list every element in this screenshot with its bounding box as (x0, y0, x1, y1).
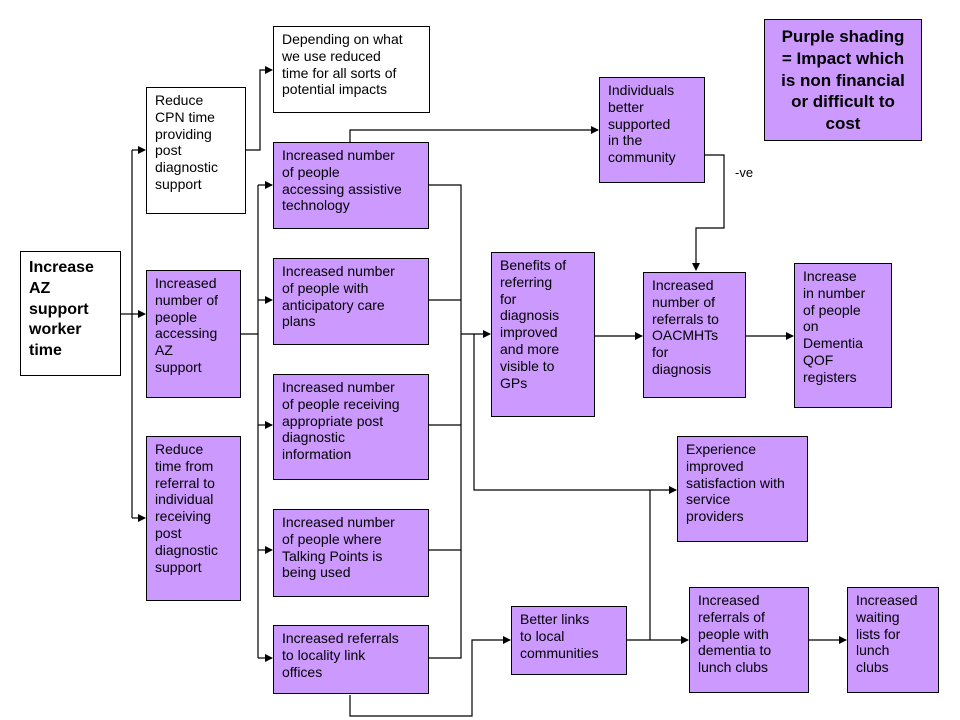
node-benefits-of-referring: Benefits of referring for diagnosis impr… (491, 252, 595, 417)
node-better-links: Better links to local communities (511, 606, 627, 675)
node-post-diagnostic-info: Increased number of people receiving app… (273, 374, 429, 480)
node-anticipatory-care: Increased number of people with anticipa… (273, 258, 429, 345)
node-assistive-technology: Increased number of people accessing ass… (273, 142, 429, 229)
node-accessing-az-support: Increased number of people accessing AZ … (146, 270, 241, 398)
node-depending-on-use: Depending on what we use reduced time fo… (273, 26, 430, 113)
edge-label-negative: -ve (735, 165, 754, 180)
edge-assistive-out (429, 184, 462, 659)
edge-reduce-cpn-to-depending (246, 66, 273, 151)
edge-benefits-branch (473, 334, 677, 494)
legend-purple-shading: Purple shading = Impact which is non fin… (764, 19, 922, 141)
node-reduce-time-referral: Reduce time from referral to individual … (146, 436, 241, 601)
node-lunch-waiting-lists: Increased waiting lists for lunch clubs (847, 587, 939, 693)
node-lunch-club-referrals: Increased referrals of people with demen… (689, 587, 809, 693)
node-individuals-supported: Individuals better supported in the comm… (599, 77, 705, 183)
node-referrals-oacmhts: Increased number of referrals to OACMHTs… (643, 272, 746, 398)
edge-individuals-to-oacmhts (692, 154, 725, 271)
edge-assistive-to-individuals (349, 126, 599, 142)
node-talking-points: Increased number of people where Talking… (273, 509, 429, 597)
node-increase-az-support: Increase AZ support worker time (20, 251, 121, 376)
node-reduce-cpn-time: Reduce CPN time providing post diagnosti… (146, 87, 246, 214)
node-locality-link-offices: Increased referrals to locality link off… (273, 625, 429, 694)
node-dementia-qof: Increase in number of people on Dementia… (794, 263, 892, 408)
edge-locality-to-better-links (349, 636, 511, 717)
node-experience-satisfaction: Experience improved satisfaction with se… (677, 436, 808, 542)
